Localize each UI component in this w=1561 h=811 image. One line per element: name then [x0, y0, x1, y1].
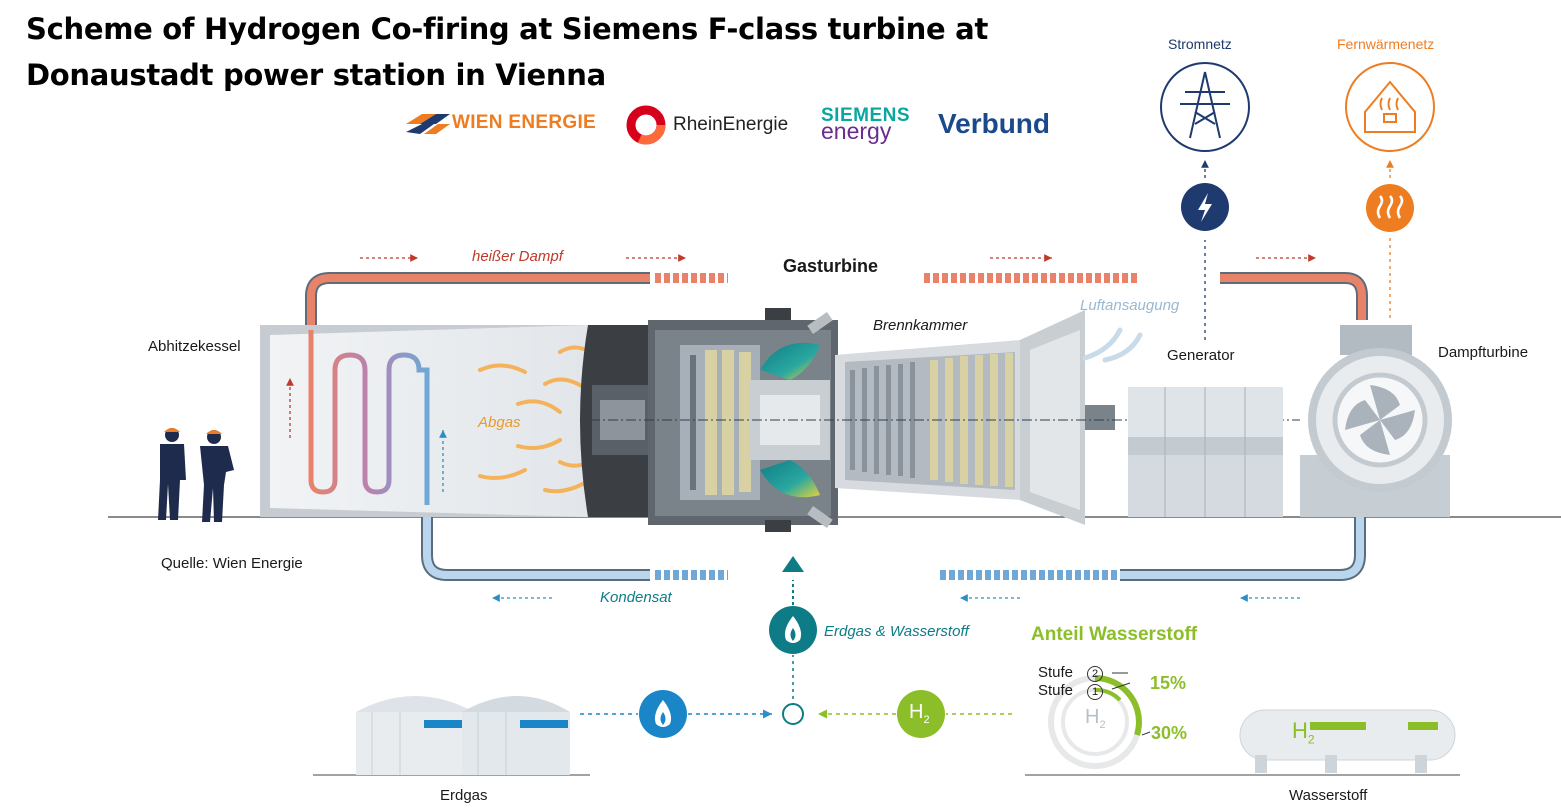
tank-h2-subscript: 2 [1307, 732, 1315, 747]
gauge-stage2-arc [1094, 675, 1142, 736]
steam-turbine-label: Dampfturbine [1438, 344, 1529, 361]
steam-label: heißer Dampf [472, 248, 563, 265]
hydrogen-icon-symbol: H2 [909, 701, 930, 726]
hydrogen-icon [897, 690, 945, 738]
rheinenergie-logo [624, 103, 668, 152]
generator-label: Generator [1167, 347, 1235, 364]
stage1-percent: 15% [1150, 673, 1187, 693]
fuel-mix-label: Erdgas & Wasserstoff [824, 623, 969, 640]
power-pylon-icon [1160, 62, 1250, 152]
district-heating-connection [1345, 62, 1435, 318]
wien-energie-text: WIEN ENERGIE [452, 112, 597, 133]
condensate-label: Kondensat [600, 589, 672, 606]
grid-connection [1160, 62, 1250, 340]
stromnetz-label: Stromnetz [1168, 36, 1232, 52]
combustor-label: Brennkammer [873, 317, 968, 334]
tank-h2-letter: H [1292, 718, 1308, 743]
energy-text: energy [821, 118, 892, 144]
steam-turbine-rotor-icon [1345, 385, 1415, 455]
siemens-text: SIEMENS [821, 105, 911, 126]
wien-energie-mark-icon [406, 114, 450, 134]
tank-h2-symbol: H2 [1292, 718, 1315, 746]
gauge-h2-symbol: H2 [1085, 706, 1106, 731]
stage2-number: 2 [1087, 666, 1103, 682]
stage1-number: 1 [1087, 684, 1103, 700]
source-label: Quelle: Wien Energie [161, 555, 303, 572]
turbine-blades [680, 345, 760, 500]
hydrogen-icon-letter: H [909, 701, 924, 723]
stage2-label: Stufe [1038, 664, 1074, 681]
heat-recovery-boiler [260, 325, 590, 517]
generator [1128, 387, 1283, 517]
gas-turbine-label: Gasturbine [783, 256, 879, 276]
hydrogen-share-title: Anteil Wasserstoff [1031, 624, 1198, 645]
fernwaermenetz-label: Fernwärmenetz [1337, 36, 1435, 52]
steam-pipe [305, 272, 1368, 330]
page-title: Scheme of Hydrogen Co-firing at Siemens … [26, 12, 989, 92]
fuel-feed [580, 556, 1012, 738]
stage2-percent: 30% [1151, 723, 1188, 743]
steam-turbine [1300, 325, 1452, 517]
natural-gas-label: Erdgas [440, 787, 488, 804]
verbund-text: Verbund [938, 108, 1051, 139]
exhaust-label: Abgas [478, 414, 521, 431]
hydrogen-icon-subscript: 2 [923, 714, 930, 726]
combustor-top [760, 342, 820, 380]
gauge-h2-subscript: 2 [1099, 719, 1106, 731]
wien-energie-logo [406, 110, 452, 143]
workers-silhouette-icon [158, 428, 234, 522]
mixing-point [782, 703, 804, 725]
hydrogen-label: Wasserstoff [1289, 787, 1368, 804]
air-intake-label: Luftansaugung [1080, 297, 1180, 314]
hydrogen-tank [1025, 709, 1460, 776]
gas-turbine [580, 308, 1300, 532]
condensate-pipe [421, 500, 1366, 581]
boiler-label: Abhitzekessel [148, 338, 241, 355]
rheinenergie-text: RheinEnergie [673, 114, 789, 135]
natural-gas-tanks [313, 696, 590, 776]
air-intake-arrows [1082, 327, 1143, 363]
gauge-h2-letter: H [1085, 706, 1100, 728]
rheinenergie-ring-icon [626, 105, 666, 145]
heated-house-icon [1345, 62, 1435, 152]
combustor-bottom [760, 460, 820, 498]
boiler-coil [308, 330, 430, 505]
stage1-label: Stufe [1038, 682, 1074, 699]
